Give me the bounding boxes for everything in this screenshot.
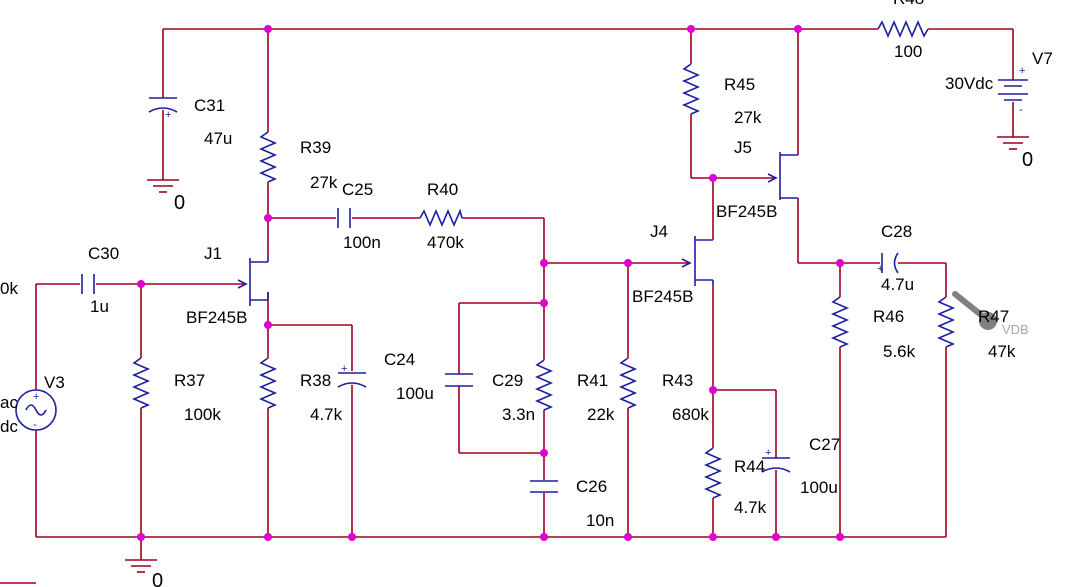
value-c29: 3.3n <box>502 405 535 424</box>
resistor-r44[interactable] <box>703 447 723 499</box>
ground-label: 0 <box>1022 149 1033 171</box>
capacitor-c30[interactable] <box>81 274 95 294</box>
v3-fragment-top: ac <box>0 393 18 412</box>
label-r48: R48 <box>893 0 924 8</box>
resistor-r39[interactable] <box>258 131 278 183</box>
svg-text:+: + <box>33 391 39 403</box>
svg-text:+: + <box>165 109 171 121</box>
label-r47: R47 <box>978 307 1009 326</box>
capacitor-c24[interactable] <box>337 372 367 388</box>
value-r40: 470k <box>427 233 464 252</box>
ground-icon <box>125 559 157 573</box>
capacitor-c25[interactable] <box>337 208 351 228</box>
jfet-j1[interactable] <box>237 254 269 306</box>
label-r46: R46 <box>873 307 904 326</box>
label-c30: C30 <box>88 244 119 263</box>
part-j5: BF245B <box>716 202 777 221</box>
value-c28: 4.7u <box>881 275 914 294</box>
value-r37: 100k <box>184 405 221 424</box>
capacitor-c26[interactable] <box>530 480 558 493</box>
value-r46: 5.6k <box>883 342 916 361</box>
value-c31: 47u <box>204 129 232 148</box>
label-r39: R39 <box>300 138 331 157</box>
capacitor-c29[interactable] <box>445 373 473 387</box>
label-c26: C26 <box>576 477 607 496</box>
wires <box>0 28 1014 584</box>
label-r40: R40 <box>427 180 458 199</box>
svg-text:+: + <box>341 363 347 375</box>
value-r38: 4.7k <box>310 405 343 424</box>
label-c27: C27 <box>809 435 840 454</box>
part-j4: BF245B <box>632 287 693 306</box>
value-r43: 680k <box>672 405 709 424</box>
label-c31: C31 <box>194 96 225 115</box>
value-r41: 22k <box>587 405 615 424</box>
v3-fragment-bottom: dc <box>0 417 18 436</box>
resistor-r40[interactable] <box>419 208 463 228</box>
capacitor-c31[interactable] <box>148 97 178 113</box>
resistor-r41[interactable] <box>618 357 638 409</box>
value-r45: 27k <box>734 108 762 127</box>
ground-label: 0 <box>174 192 185 214</box>
ground-icon <box>147 179 179 193</box>
value-v7: 30Vdc <box>945 74 994 93</box>
label-left-fragment: 0k <box>0 279 18 298</box>
resistor-r37[interactable] <box>131 357 151 409</box>
value-r47: 47k <box>988 342 1016 361</box>
label-j1: J1 <box>204 244 222 263</box>
value-c25: 100n <box>343 233 381 252</box>
battery-v7[interactable] <box>998 79 1028 101</box>
resistor-r45[interactable] <box>681 63 701 115</box>
label-r43: R43 <box>662 371 693 390</box>
label-r41: R41 <box>577 371 608 390</box>
label-r44: R44 <box>734 457 765 476</box>
label-c29: C29 <box>492 371 523 390</box>
resistor-c29-branch[interactable] <box>534 359 554 411</box>
value-r48: 100 <box>894 42 922 61</box>
svg-text:+: + <box>1019 65 1025 77</box>
ground-label: 0 <box>152 570 163 587</box>
capacitor-c28[interactable] <box>881 252 899 274</box>
label-r37: R37 <box>174 371 205 390</box>
jfet-j5[interactable] <box>767 152 798 200</box>
label-c25: C25 <box>342 180 373 199</box>
label-r38: R38 <box>300 371 331 390</box>
resistor-r38[interactable] <box>258 357 278 409</box>
value-c24: 100u <box>396 384 434 403</box>
resistor-r47[interactable] <box>936 296 956 348</box>
ac-source-v3[interactable] <box>15 389 57 431</box>
resistor-r48[interactable] <box>877 19 929 39</box>
label-v3: V3 <box>44 373 65 392</box>
part-j1: BF245B <box>186 308 247 327</box>
value-r44: 4.7k <box>734 498 767 517</box>
svg-text:+: + <box>877 263 883 275</box>
label-v7: V7 <box>1032 49 1053 68</box>
ground-icon <box>997 136 1029 150</box>
label-c24: C24 <box>384 350 415 369</box>
voltage-probe-icon[interactable] <box>952 291 997 330</box>
value-r39: 27k <box>310 173 338 192</box>
svg-text:-: - <box>1019 104 1023 116</box>
label-r45: R45 <box>724 75 755 94</box>
value-c27: 100u <box>800 478 838 497</box>
capacitor-c27[interactable] <box>761 457 791 473</box>
label-j5: J5 <box>734 138 752 157</box>
resistor-r46[interactable] <box>830 296 850 348</box>
junction-dots <box>137 25 844 541</box>
jfet-j4[interactable] <box>681 236 714 286</box>
svg-text:+: + <box>765 447 771 459</box>
label-c28: C28 <box>881 222 912 241</box>
value-c30: 1u <box>90 297 109 316</box>
probe-label: VDB <box>1002 322 1029 337</box>
value-c26: 10n <box>586 511 614 530</box>
svg-text:-: - <box>33 419 37 431</box>
label-j4: J4 <box>650 222 668 241</box>
